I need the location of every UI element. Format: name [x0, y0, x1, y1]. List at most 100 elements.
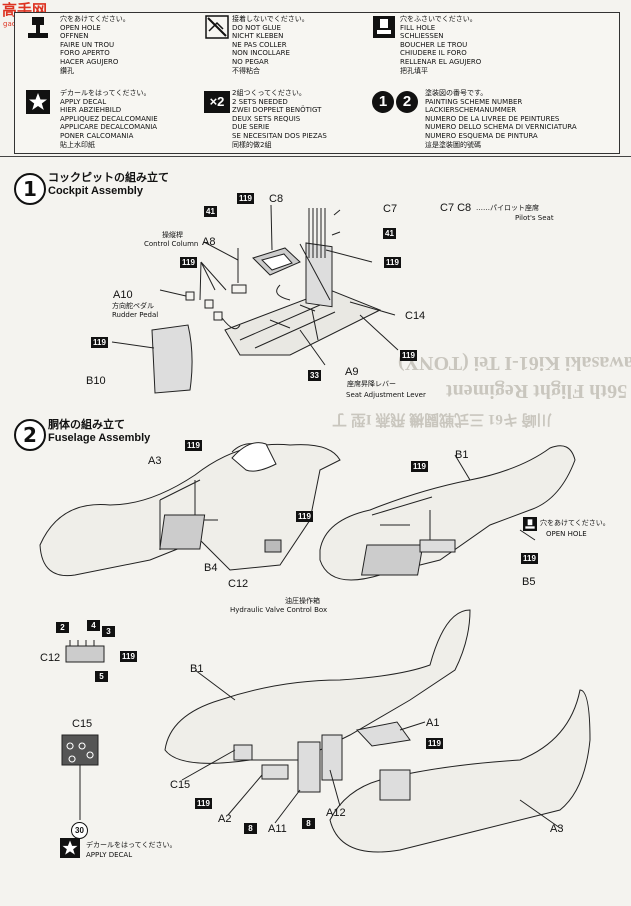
legend-two-sets-line: ZWEI DOPPELT BENÖTIGT	[232, 106, 322, 115]
painting-mark-2: 2	[396, 91, 418, 113]
open-hole-jp: 穴をあけてください。	[540, 519, 610, 527]
legend-two-sets-line: 2 SETS NEEDED	[232, 97, 288, 106]
leader-lines-2	[181, 454, 561, 829]
painting-scheme-icon: 1 2	[372, 91, 420, 113]
legend-two-sets-line: DUE SERIE	[232, 123, 270, 132]
tag2-8-b: 8	[302, 818, 315, 829]
painting-mark-1: 1	[372, 91, 394, 113]
label-a8: A8	[202, 236, 216, 248]
legend-do-not-glue-line: 不得粘合	[232, 66, 260, 75]
apply-decal-en: APPLY DECAL	[86, 851, 133, 859]
tag2-8-a: 8	[244, 823, 257, 834]
tag2-119-e: 119	[120, 651, 137, 662]
legend-do-not-glue-line: NO PEGAR	[232, 57, 269, 66]
apply-decal-icon	[26, 90, 50, 114]
tag2-3: 3	[102, 626, 115, 637]
tag-119-c: 119	[384, 257, 401, 268]
c12-part	[264, 539, 282, 553]
legend-do-not-glue-line: 接着しないでください。	[232, 15, 309, 23]
hydraulic-box-en: Hydraulic Valve Control Box	[230, 606, 328, 614]
control-column-a8	[231, 248, 247, 294]
label-c12-b: C12	[40, 652, 61, 664]
legend-do-not-glue-line: DO NOT GLUE	[232, 23, 281, 32]
label-a12: A12	[326, 807, 346, 819]
legend-open-hole-line: HACER AGUJERO	[60, 57, 119, 66]
label-c8: C8	[269, 193, 284, 205]
legend-open-hole-line: 穴をあけてください。	[60, 15, 130, 23]
legend-painting-line: PAINTING SCHEME NUMBER	[425, 97, 523, 106]
tag2-119-g: 119	[195, 798, 212, 809]
label-c15-b: C15	[170, 779, 191, 791]
tag-119-d: 119	[91, 337, 108, 348]
cockpit-floor-detail	[239, 304, 336, 349]
fill-hole-icon	[373, 16, 395, 38]
legend-two-sets-line: 2組つくってください。	[232, 89, 306, 97]
seat-lever-jp: 座席昇降レバー	[347, 380, 396, 388]
two-sets-icon: ×2	[204, 91, 230, 113]
step-2-title-jp: 胴体の組み立て	[48, 418, 125, 431]
floor-part-right	[419, 539, 456, 553]
tag-33: 33	[308, 370, 321, 381]
label-a10: A10	[113, 289, 133, 301]
step-2-badge: 2	[14, 419, 46, 451]
legend-fill-hole-line: SCHLIESSEN	[400, 32, 444, 41]
fuselage-left-a3-detail	[159, 443, 257, 550]
legend-two-sets-line: DEUX SETS REQUIS	[232, 114, 301, 123]
legend-open-hole-line: OFFNEN	[60, 32, 89, 41]
legend-apply-decal-line: HIER ABZIEHBILD	[60, 106, 122, 115]
legend-apply-decal-line: APPLICARE DECALCOMANIA	[60, 123, 158, 132]
legend-painting-line: NUMERO DE LA LIVREE DE PEINTURES	[425, 114, 560, 123]
fuselage-lower-b1	[164, 609, 471, 764]
label-b1-b: B1	[190, 663, 204, 675]
label-b1: B1	[455, 449, 469, 461]
step-2-title-en: Fuselage Assembly	[48, 432, 151, 444]
legend-fill-hole-line: 穴をふさいでください。	[400, 15, 477, 23]
legend-do-not-glue-line: NON INCOLLARE	[232, 49, 290, 58]
step-1-badge: 1	[14, 173, 46, 205]
seat-lever-a9	[311, 309, 319, 341]
legend-apply-decal-line: APPLY DECAL	[60, 97, 107, 106]
apply-decal-jp: デカールをはってください。	[86, 841, 177, 849]
section-divider	[0, 156, 631, 157]
control-rod	[221, 284, 291, 330]
legend-apply-decal-line: デカールをはってください。	[60, 89, 151, 97]
label-a9: A9	[345, 366, 359, 378]
label-c15: C15	[72, 718, 93, 730]
legend-fill-hole-line: BOUCHER LE TROU	[400, 40, 468, 49]
legend-do-not-glue-line: NE PAS COLLER	[232, 40, 287, 49]
open-hole-en: OPEN HOLE	[546, 530, 587, 538]
legend-painting-line: LACKIERSCHEMANUMMER	[425, 106, 517, 115]
legend-fill-hole-line: RELLENAR EL AGUJERO	[400, 57, 482, 66]
tag2-30: 30	[71, 822, 88, 839]
label-b4: B4	[204, 562, 218, 574]
seat-back-lines	[308, 208, 326, 258]
pilot-seat-parts: C7 C8	[440, 202, 472, 214]
tag2-119-f: 119	[426, 738, 443, 749]
tag-41-a: 41	[204, 206, 217, 217]
label-c14: C14	[405, 310, 426, 322]
canopy-cutout	[231, 442, 277, 472]
hydraulic-box-jp: 油圧操作箱	[285, 597, 320, 605]
label-a2: A2	[218, 813, 232, 825]
label-b5: B5	[522, 576, 536, 588]
legend-fill-hole-line: 把孔填平	[400, 66, 428, 75]
control-column-en: Control Column	[144, 240, 199, 248]
open-hole-icon	[28, 17, 48, 38]
legend-apply-decal-line: 貼上水印紙	[60, 140, 95, 149]
rudder-pedal-a10	[185, 291, 223, 321]
step-1-title-en: Cockpit Assembly	[48, 185, 143, 197]
rudder-pedal-jp: 方向舵ペダル	[112, 302, 154, 310]
label-a3: A3	[148, 455, 162, 467]
legend-painting-line: 這是塗裝圖的號碼	[425, 140, 481, 149]
cockpit-floor	[224, 289, 382, 356]
label-c7: C7	[383, 203, 398, 215]
symbol-legend	[14, 12, 620, 154]
tag-119-a: 119	[237, 193, 254, 204]
tag2-119-a: 119	[185, 440, 202, 451]
